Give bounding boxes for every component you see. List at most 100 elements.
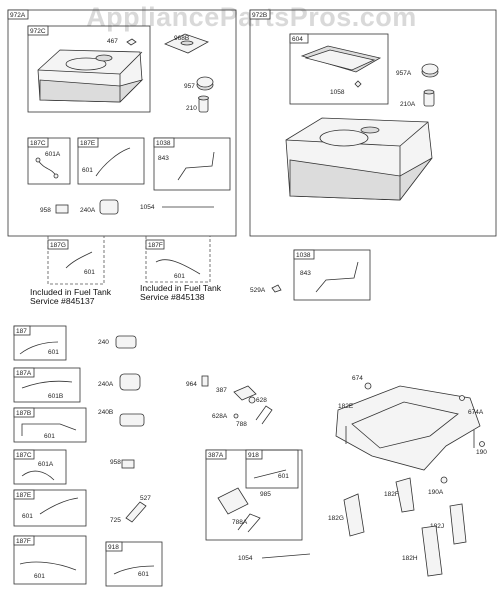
fuel-line-187F-box: 187F 601 [13, 535, 87, 585]
callout-182f: 182F [384, 491, 399, 498]
bracket-182H: 182H [402, 525, 443, 577]
callout-601a: 601A [38, 461, 54, 468]
callout-1058: 1058 [330, 89, 345, 96]
callout-918: 918 [248, 452, 259, 459]
callout-601a: 601A [45, 151, 61, 158]
callout-187e: 187E [80, 140, 96, 147]
part-957-cap: 957 [184, 76, 214, 91]
note-tank-right: Included in Fuel Tank Service #845138 [140, 284, 221, 302]
callout-601: 601 [34, 573, 45, 580]
note-tank-right-line2: Service #845138 [140, 292, 205, 302]
callout-187b: 187B [16, 410, 31, 417]
callout-601: 601 [48, 349, 59, 356]
callout-674a: 674A [468, 409, 484, 416]
bracket-182G: 182G [328, 493, 365, 537]
callout-601: 601 [84, 269, 95, 276]
callout-604: 604 [292, 36, 303, 43]
callout-187g: 187G [50, 242, 66, 249]
callout-187c: 187C [30, 140, 46, 147]
callout-1038: 1038 [296, 252, 311, 259]
callout-182e: 182E [338, 403, 354, 410]
callout-972c: 972C [30, 28, 46, 35]
part-843-link [177, 151, 215, 181]
frame-bracket-182E: 674 182E 674A 190 [335, 375, 487, 471]
callout-601: 601 [44, 433, 55, 440]
callout-240a: 240A [80, 207, 96, 214]
note-tank-left: Included in Fuel Tank Service #845137 [30, 288, 111, 306]
callout-187: 187 [16, 328, 27, 335]
fuel-line-187A-box: 187A 601B [13, 367, 81, 403]
part-240-filter: 240 [98, 335, 137, 349]
callout-182h: 182H [402, 555, 418, 562]
callout-958: 958 [110, 459, 121, 466]
callout-601: 601 [174, 273, 185, 280]
callout-788: 788 [236, 421, 247, 428]
callout-240b: 240B [98, 409, 113, 416]
callout-628a: 628A [212, 413, 228, 420]
callout-957: 957 [184, 83, 195, 90]
label-972A: 972A [10, 12, 26, 19]
part-467: 467 [107, 38, 137, 46]
callout-843: 843 [158, 155, 169, 162]
note-tank-right-line1: Included in Fuel Tank [140, 283, 222, 293]
callout-187f: 187F [16, 538, 31, 545]
fuel-line-187B-box: 187B 601 [13, 407, 87, 443]
callout-957a: 957A [396, 70, 412, 77]
part-964: 964 [186, 375, 209, 388]
callout-958: 958 [40, 207, 51, 214]
part-628A: 628A [212, 413, 239, 420]
fuel-tank-assembly-972A: 972A 972C 467 968B 957 [7, 9, 237, 237]
callout-843: 843 [300, 270, 311, 277]
callout-187f: 187F [148, 242, 163, 249]
bracket-182F: 182F [384, 477, 415, 513]
note-tank-left-line1: Included in Fuel Tank [30, 287, 112, 297]
callout-387: 387 [216, 387, 227, 394]
callout-187e: 187E [16, 492, 32, 499]
callout-240: 240 [98, 339, 109, 346]
part-628: 628 [248, 396, 267, 404]
fuel-line-187G-group: 187G 601 [47, 236, 105, 285]
callout-1054: 1054 [238, 555, 253, 562]
bracket-182J: 182J [430, 503, 467, 545]
callout-182j: 182J [430, 523, 444, 530]
valve-387A-group: 387A 918 601 985 788A [205, 449, 303, 541]
callout-972b: 972B [252, 12, 267, 19]
callout-601b: 601B [48, 393, 63, 400]
fuel-line-187C-box: 187C 601A [13, 449, 67, 485]
callout-601: 601 [82, 167, 93, 174]
part-240B-filter: 240B [98, 409, 145, 427]
callout-210: 210 [186, 105, 197, 112]
fuel-line-187E [95, 147, 131, 177]
fuel-tank-assembly-972B: 972B 604 1058 957A 210A [249, 9, 497, 237]
callout-529a: 529A [250, 287, 266, 294]
part-529A: 529A [250, 284, 282, 294]
callout-964: 964 [186, 381, 197, 388]
callout-387a: 387A [208, 452, 224, 459]
callout-788a: 788A [232, 519, 248, 526]
callout-601: 601 [138, 571, 149, 578]
callout-601: 601 [22, 513, 33, 520]
callout-182g: 182G [328, 515, 344, 522]
callout-190: 190 [476, 449, 487, 456]
callout-918: 918 [108, 544, 119, 551]
callout-628: 628 [256, 397, 267, 404]
note-tank-left-line2: Service #845137 [30, 296, 95, 306]
callout-725: 725 [110, 517, 121, 524]
part-387-valve: 387 [216, 385, 257, 401]
part-957A-cap: 957A [396, 63, 439, 78]
part-958: 958 [40, 204, 69, 214]
fuel-line-918-box: 918 601 [105, 541, 163, 587]
callout-240a: 240A [98, 381, 114, 388]
callout-187c: 187C [16, 452, 32, 459]
fuel-tank-part [37, 49, 144, 103]
callout-985: 985 [260, 491, 271, 498]
part-240A-filter: 240A [98, 373, 141, 391]
part-1038-group: 1038 843 [293, 249, 371, 301]
callout-527: 527 [140, 495, 151, 502]
fuel-line-187F-group: 187F 601 [145, 236, 211, 283]
part-527-725: 527 725 [110, 495, 151, 524]
part-1054-tie: 1054 [140, 204, 214, 211]
callout-467: 467 [107, 38, 118, 45]
part-1054: 1054 [238, 553, 311, 562]
